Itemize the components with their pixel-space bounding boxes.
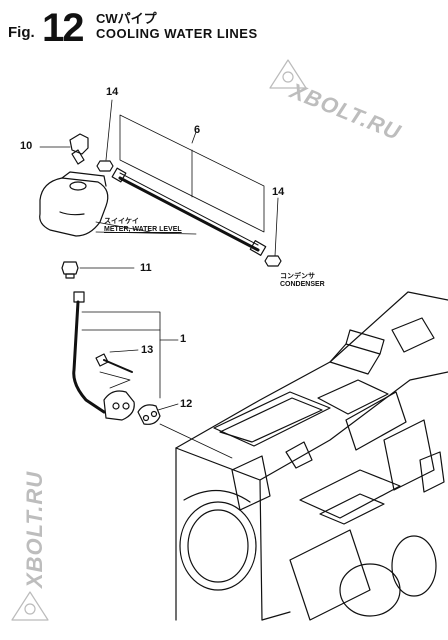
callout-10: 10 [20,140,33,152]
water-level-meter [39,171,197,237]
figure-number: 12 [42,6,84,50]
watermark-logo-side [11,591,49,621]
part-12-gasket [137,403,233,459]
part-13-bolt [95,349,139,389]
figure-label: Fig. [8,24,35,41]
callout-6: 6 [194,124,201,136]
watermark-logo-top [269,59,307,89]
callout-14-lower: 14 [272,186,285,198]
part-10-elbow [39,133,89,165]
callout-12: 12 [180,398,193,410]
meter-label-jp: スイイケイ [104,218,139,225]
engine-block [175,291,448,621]
part-14-nut-lower [264,197,282,267]
callout-1: 1 [180,333,187,345]
title-english: COOLING WATER LINES [96,26,258,41]
callout-14-upper: 14 [106,86,119,98]
callout-11: 11 [140,262,152,274]
condenser-label-jp: コンデンサ [280,273,315,280]
part-11-plug [61,261,135,279]
callout-13: 13 [141,344,154,356]
part-1-pipe [72,291,179,421]
condenser-label-en: CONDENSER [280,281,325,288]
meter-label-en: METER, WATER LEVEL [104,226,182,233]
watermark-text-side: XBOLT.RU [22,470,47,588]
title-japanese: CWパイプ [96,11,157,26]
part-6-pipe-assembly [111,114,267,256]
part-14-nut-upper [96,99,114,172]
